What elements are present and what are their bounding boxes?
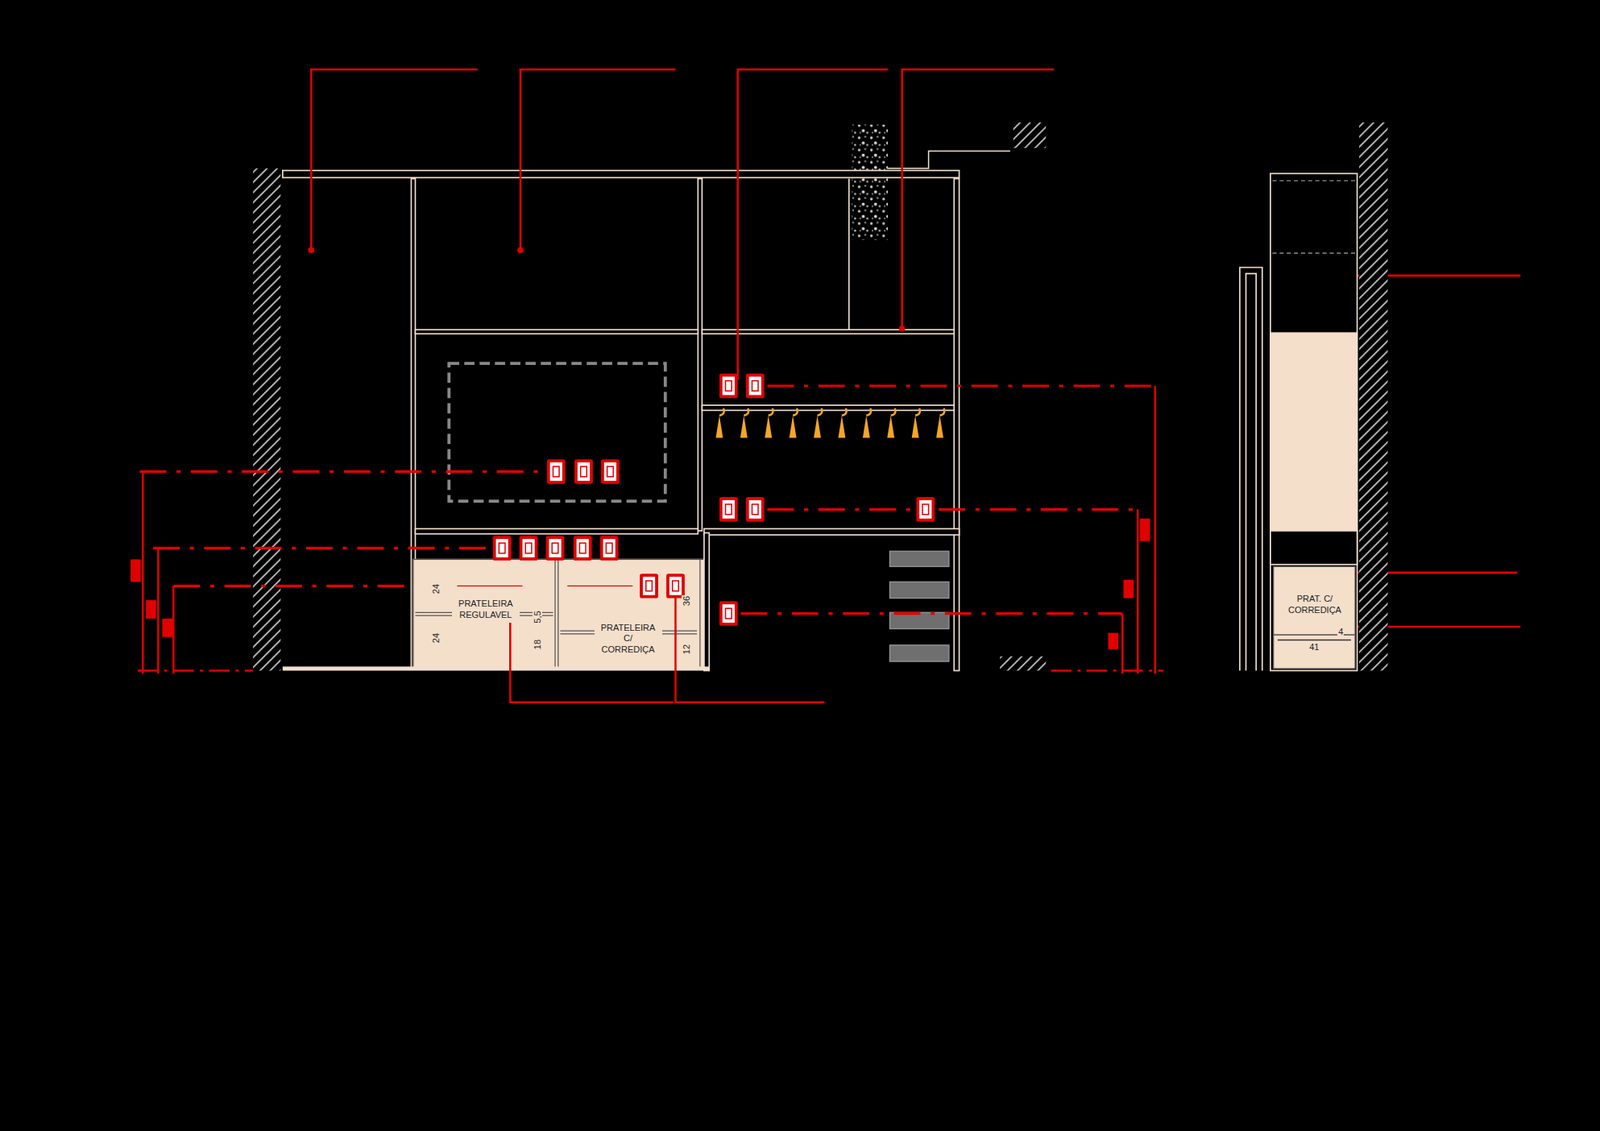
shelf-compartment: PRATELEIRA C/ CORREDIÇA xyxy=(559,562,697,668)
shelf-note: PRATELEIRA REGULAVEL xyxy=(451,598,520,622)
dimension-number: 36 xyxy=(681,595,692,607)
dimension-number: 4 xyxy=(1337,626,1344,637)
dimension-number: 18 xyxy=(532,638,543,651)
dimension-number: 41 xyxy=(1308,642,1320,652)
shelf-compartment: PRAT. C/ CORREDIÇA xyxy=(1274,567,1356,635)
dimension-number: 12 xyxy=(681,642,692,655)
dimension-number: 24 xyxy=(431,583,441,595)
dimension-number: 5,5 xyxy=(532,610,543,625)
dimension-number: 24 xyxy=(431,631,441,643)
shelf-note: PRATELEIRA C/ CORREDIÇA xyxy=(594,622,663,656)
shelf-note: PRAT. C/ CORREDIÇA xyxy=(1280,593,1349,617)
